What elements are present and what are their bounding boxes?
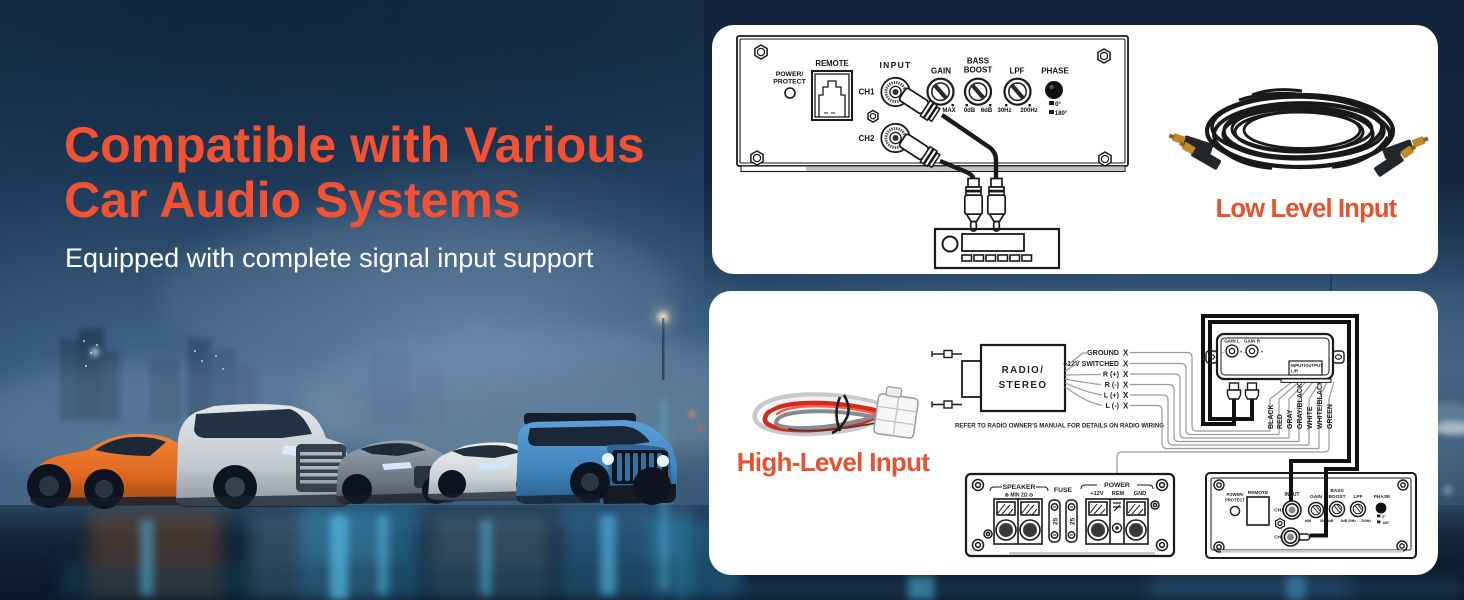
svg-text:INPUT: INPUT <box>880 60 912 70</box>
svg-text:GAIN L: GAIN L <box>1224 339 1240 344</box>
svg-text:WHITE: WHITE <box>1307 406 1314 429</box>
svg-text:180°: 180° <box>1382 521 1390 525</box>
svg-text:REMOTE: REMOTE <box>815 59 848 68</box>
svg-text:X: X <box>1123 402 1129 411</box>
svg-text:GREEN: GREEN <box>1327 404 1334 429</box>
svg-text:BASS: BASS <box>1330 488 1344 494</box>
svg-text:BOOST: BOOST <box>964 66 993 75</box>
svg-text:GROUND: GROUND <box>1087 348 1119 357</box>
svg-text:+12V: +12V <box>1090 491 1103 497</box>
svg-text:X: X <box>1123 360 1129 369</box>
svg-text:R (+): R (+) <box>1103 370 1120 379</box>
svg-text:RED: RED <box>1277 414 1284 429</box>
svg-text:R (-): R (-) <box>1105 380 1120 389</box>
svg-text:0°: 0° <box>1055 102 1061 108</box>
svg-text:GND: GND <box>1134 491 1146 497</box>
svg-text:MIN: MIN <box>1305 519 1312 523</box>
svg-text:-: - <box>1244 350 1246 355</box>
svg-text:X: X <box>1123 349 1129 358</box>
svg-text:CH1: CH1 <box>1274 508 1284 514</box>
svg-text:30Hz: 30Hz <box>997 108 1011 114</box>
svg-text:+: + <box>1240 350 1243 355</box>
svg-text:6dB: 6dB <box>1341 519 1348 523</box>
svg-text:200Hz: 200Hz <box>1361 519 1371 523</box>
svg-text:L/R: L/R <box>1291 369 1299 374</box>
svg-text:CH2: CH2 <box>1274 535 1284 541</box>
svg-text:0dB: 0dB <box>964 108 976 114</box>
svg-text:GRAY/BLACK: GRAY/BLACK <box>1297 383 1304 429</box>
svg-text:PHASE: PHASE <box>1374 494 1391 500</box>
svg-text:High-Level Input: High-Level Input <box>737 447 931 477</box>
svg-text:BOOST: BOOST <box>1328 494 1345 500</box>
svg-text:X: X <box>1123 370 1129 379</box>
svg-text:REMOTE: REMOTE <box>1248 490 1269 496</box>
svg-text:LPF: LPF <box>1353 494 1362 500</box>
svg-text:GAIN R: GAIN R <box>1244 339 1261 344</box>
svg-text:LPF: LPF <box>1009 67 1024 76</box>
svg-text:FUSE: FUSE <box>1054 487 1073 494</box>
svg-text:30Hz: 30Hz <box>1348 519 1356 523</box>
svg-text:INPUT/OUTPUT: INPUT/OUTPUT <box>1291 363 1323 368</box>
svg-text:GRAY: GRAY <box>1287 409 1294 429</box>
svg-text:STEREO: STEREO <box>999 380 1048 391</box>
svg-text:25: 25 <box>1070 517 1077 525</box>
svg-text:BLACK: BLACK <box>1268 405 1275 430</box>
svg-text:GAIN: GAIN <box>1310 494 1323 500</box>
svg-text:POWER/: POWER/ <box>1227 492 1245 497</box>
svg-text:POWER: POWER <box>1104 482 1130 489</box>
svg-text:0°: 0° <box>1382 515 1386 519</box>
svg-text:POWER/: POWER/ <box>776 71 804 78</box>
svg-text:200Hz: 200Hz <box>1020 108 1037 114</box>
svg-text:25: 25 <box>1053 517 1060 525</box>
svg-text:+: + <box>1261 350 1264 355</box>
svg-text:L (-): L (-) <box>1106 401 1120 410</box>
svg-text:WHITE/BLACK: WHITE/BLACK <box>1317 380 1324 429</box>
svg-text:SPEAKER: SPEAKER <box>1003 484 1036 491</box>
svg-text:PROTECT: PROTECT <box>1225 498 1245 503</box>
svg-text:+12V SWITCHED: +12V SWITCHED <box>1063 361 1119 368</box>
svg-text:REFER TO RADIO OWNER'S MANUAL: REFER TO RADIO OWNER'S MANUAL FOR DETAIL… <box>955 423 1164 430</box>
svg-text:PHASE: PHASE <box>1041 67 1069 76</box>
svg-text:6dB: 6dB <box>981 108 993 114</box>
svg-text:-: - <box>1222 350 1224 355</box>
svg-text:Low Level Input: Low Level Input <box>1216 195 1398 223</box>
svg-text:180°: 180° <box>1055 111 1068 117</box>
svg-text:BASS: BASS <box>967 57 990 66</box>
svg-text:CH2: CH2 <box>858 134 875 143</box>
svg-text:CH1: CH1 <box>858 88 875 97</box>
svg-text:MAX: MAX <box>942 108 955 114</box>
svg-text:RADIO/: RADIO/ <box>1002 365 1045 376</box>
svg-text:PROTECT: PROTECT <box>773 79 806 86</box>
svg-text:L (+): L (+) <box>1104 391 1120 400</box>
svg-text:X: X <box>1123 391 1129 400</box>
svg-text:GAIN: GAIN <box>931 67 951 76</box>
svg-text:REM: REM <box>1112 491 1125 497</box>
svg-text:⊕ MIN 2Ω ⊖: ⊕ MIN 2Ω ⊖ <box>1005 493 1034 499</box>
svg-text:0dB: 0dB <box>1327 519 1334 523</box>
svg-text:X: X <box>1123 381 1129 390</box>
